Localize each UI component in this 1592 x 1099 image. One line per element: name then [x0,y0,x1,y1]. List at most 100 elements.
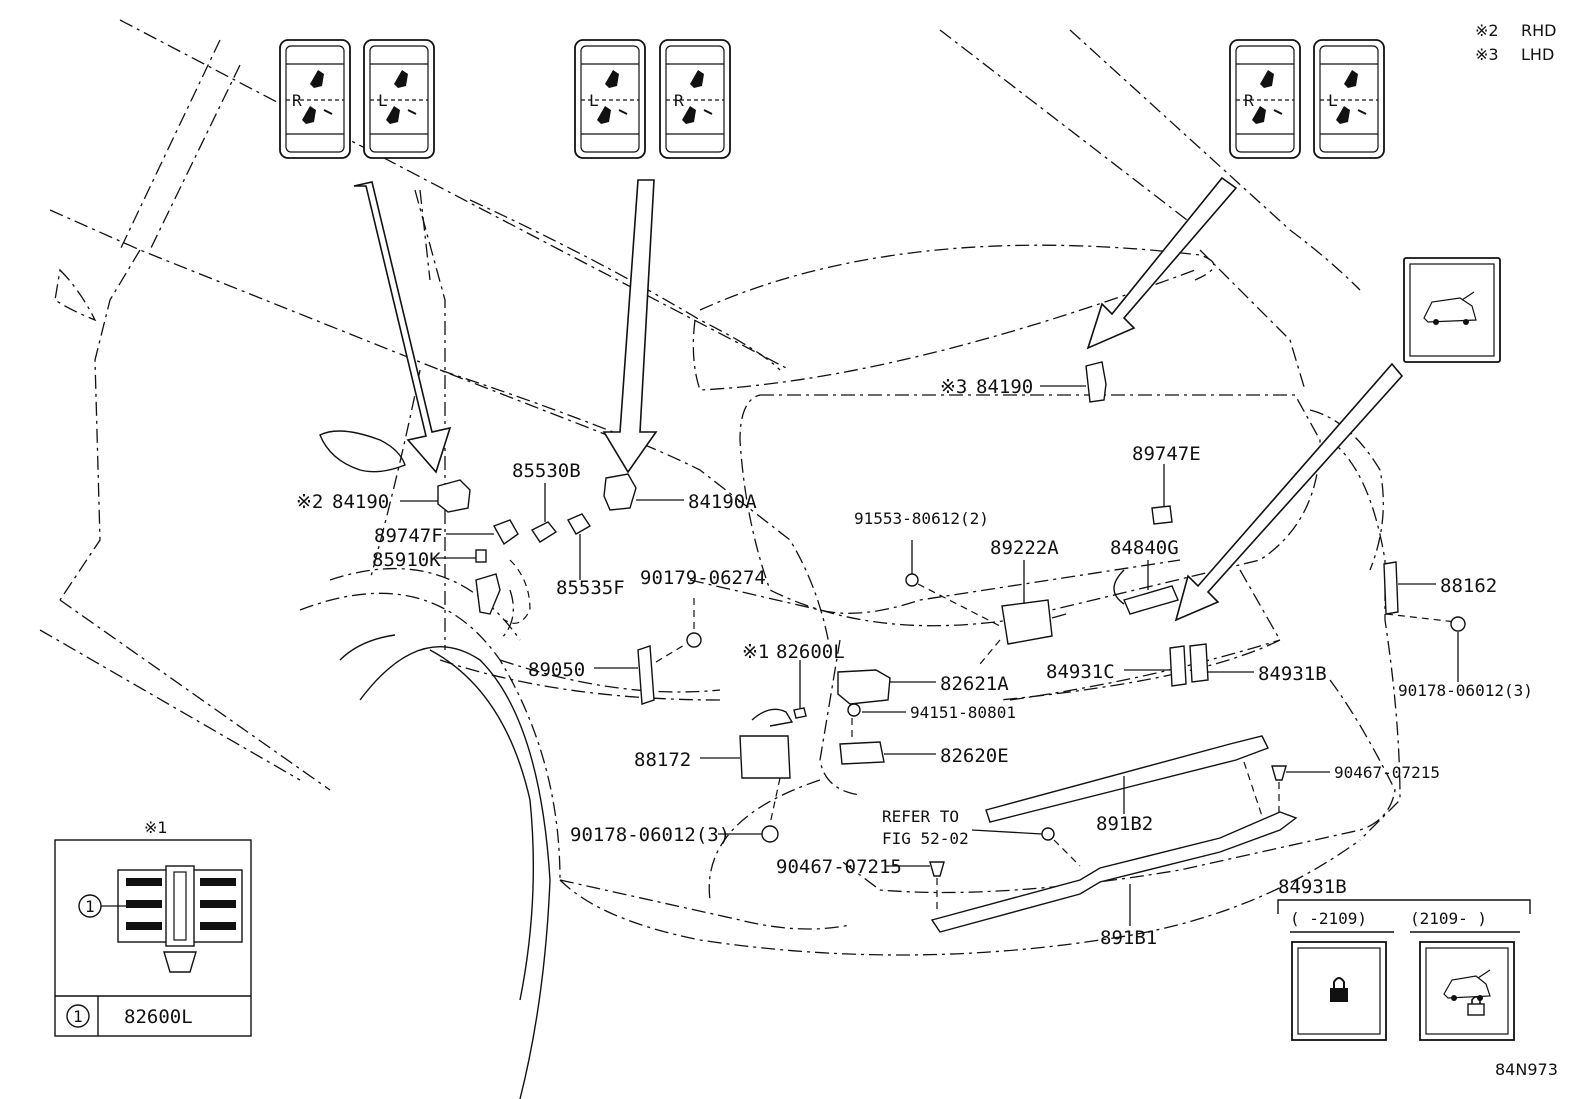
part-84190A-label: 84190A [688,491,757,513]
part-82621A: 82621A [837,669,1009,705]
hatch-switch-panel [1403,257,1501,363]
rhd-note: RHD [1521,21,1556,40]
variant-left-range: ( -2109) [1290,909,1367,928]
arrow-right-icon [1174,362,1404,622]
part-82600L-mark: ※1 [742,641,769,663]
part-85535F: 85535F [556,513,625,599]
part-891B2: 891B2 [985,735,1269,835]
part-84190A: 84190A [603,473,757,513]
variant-panel: 84931B ( -2109) (2109- ) [1277,876,1531,1041]
part-82620E-label: 82620E [940,745,1009,767]
part-82600L-label: 82600L [776,641,845,663]
part-82620E: 82620E [839,718,1009,767]
part-89747E: 89747E [1132,443,1201,525]
arrow-center-icon [602,179,658,474]
power-back-door-icon [1423,291,1477,323]
detail-callout: 1 [85,897,95,916]
part-88172: 88172 [634,708,794,825]
variant-right-range: (2109- ) [1410,909,1487,928]
lhd-note: LHD [1521,45,1554,64]
detail-mark: ※1 [144,818,168,837]
part-891B1: 891B1 [930,811,1298,949]
part-90178-right-label: 90178-06012(3) [1398,681,1533,700]
switch-letter: R [1244,91,1254,110]
rhd-mark: ※2 [1475,21,1499,40]
part-82600L: ※1 82600L [742,641,845,719]
part-84190-rhd: ※2 84190 [296,479,471,513]
seat-switch-l-center: L [574,39,646,159]
part-89747F: 89747F [374,519,519,547]
parts-layer: ※2 84190 85530B 85535F 84190A 89747F [296,361,1533,949]
part-84190-rhd-mark: ※2 [296,491,323,513]
part-85530B-label: 85530B [512,460,581,482]
seat-switch-r-center: R [659,39,731,159]
switch-letter: R [292,91,302,110]
part-90467-right-label: 90467-07215 [1334,763,1440,782]
detail-row-callout: 1 [73,1007,83,1026]
part-90178-left: 90178-06012(3) [570,824,779,846]
part-84190-lhd: ※3 84190 [940,361,1107,403]
switch-letter: R [674,91,684,110]
part-90467-left-label: 90467-07215 [776,856,902,878]
part-90178-right: 90178-06012(3) [1398,616,1533,700]
part-94151-label: 94151-80801 [910,703,1016,722]
part-89222A-label: 89222A [990,537,1059,559]
part-84931C: 84931C [1046,645,1187,687]
part-94151: 94151-80801 [847,703,1016,722]
refer-line-1: REFER TO [882,807,959,826]
part-88162: 88162 [1383,561,1497,623]
switch-letter: L [378,91,388,110]
part-84190-lhd-mark: ※3 [940,376,967,398]
location-arrows [353,176,1404,622]
part-85910K-label: 85910K [372,549,441,571]
detail-part: 82600L [124,1006,193,1028]
variant-lock-switch [1291,941,1387,1041]
part-89747F-label: 89747F [374,525,443,547]
part-82621A-label: 82621A [940,673,1009,695]
part-84931C-label: 84931C [1046,661,1115,683]
arrow-left-icon [353,181,452,474]
part-91553-label: 91553-80612(2) [854,509,989,528]
part-891B1-label: 891B1 [1100,927,1157,949]
part-90179-label: 90179-06274 [640,567,766,589]
hatch-lock-icon [1443,969,1491,999]
hand-drive-notes: ※2 RHD ※3 LHD [1475,21,1556,64]
part-90467-right: 90467-07215 [1271,763,1440,812]
switch-letter: L [589,91,599,110]
part-84190-rhd-label: 84190 [332,491,389,513]
refer-line-2: FIG 52-02 [882,829,969,848]
part-88162-label: 88162 [1440,575,1497,597]
lock-icon [1330,977,1348,1002]
part-89050: 89050 [528,643,687,705]
part-90179-06274: 90179-06274 [640,567,766,648]
part-85910K: 85910K [372,549,531,624]
seat-switch-l-left: L [363,39,435,159]
detail-inset: ※1 1 1 82600L [54,818,252,1037]
part-84840G: 84840G [1110,537,1179,615]
part-84190-lhd-label: 84190 [976,376,1033,398]
refer-note: REFER TO FIG 52-02 [882,807,1081,867]
switch-letter: L [1328,91,1338,110]
part-85530B: 85530B [512,460,581,543]
vehicle-outline [39,19,1401,1099]
variant-lock-hatch-switch [1419,941,1515,1041]
part-91553: 91553-80612(2) [854,509,1001,627]
seat-switch-l-right: L [1313,39,1385,159]
part-89222A: 89222A [979,537,1067,665]
seat-switch-r-right: R [1229,39,1301,159]
lhd-mark: ※3 [1475,45,1499,64]
variant-title: 84931B [1278,876,1347,898]
seat-switch-r-left: R [279,39,351,159]
part-90467-left: 90467-07215 [776,856,945,910]
arrow-top-right-icon [1086,176,1238,350]
seat-switch-panels: R L L R R L [279,39,1385,159]
part-891B2-label: 891B2 [1096,813,1153,835]
part-88172-label: 88172 [634,749,691,771]
part-85535F-label: 85535F [556,577,625,599]
part-84840G-label: 84840G [1110,537,1179,559]
part-90178-left-label: 90178-06012(3) [570,824,730,846]
part-89050-label: 89050 [528,659,585,681]
part-84931B: 84931B [1189,643,1327,685]
diagram-id: 84N973 [1495,1060,1558,1079]
